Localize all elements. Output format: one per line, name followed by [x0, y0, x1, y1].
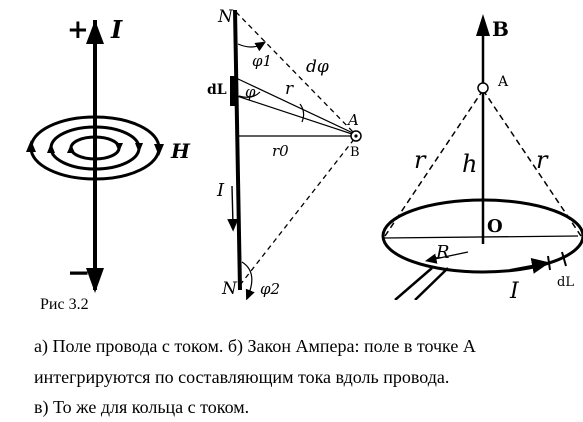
current-element-dl: [230, 76, 238, 106]
caption-line-2: интегрируются по составляющим тока вдоль…: [34, 367, 450, 387]
slant-right: [482, 89, 582, 237]
radius-arrow: [424, 251, 469, 264]
figure-drawing: + I H − N φ1 dL φ dφ r A r0 B I N φ2: [26, 7, 583, 300]
dashed-top-to-a: [235, 11, 356, 135]
field-arrow-right: [154, 144, 164, 156]
label-b-c: B: [492, 17, 509, 41]
wire-b: [233, 9, 242, 291]
label-phi: φ: [245, 83, 256, 101]
label-n-bottom: N: [221, 279, 238, 299]
label-phi2: φ2: [260, 280, 280, 298]
field-arrow-mid-right: [135, 143, 143, 153]
label-b-b: B: [350, 145, 360, 160]
field-arrow-in-left: [67, 144, 75, 153]
diameter: [383, 235, 579, 239]
arc-phi1: [237, 41, 267, 52]
label-a-c: A: [497, 74, 509, 90]
field-arrow-in-right: [115, 143, 123, 152]
panel-b: N φ1 dL φ dφ r A r0 B I N φ2: [207, 7, 362, 300]
label-h: h: [462, 150, 477, 178]
label-big-r: R: [435, 242, 450, 263]
axis-b-arrow: [476, 14, 490, 36]
label-r-b: r: [285, 79, 294, 99]
label-current-b: I: [216, 180, 225, 201]
wire-a-bottom-arrow: [86, 268, 104, 293]
current-ring: [381, 198, 583, 274]
field-arrow-left: [26, 140, 36, 152]
label-current-a: I: [110, 15, 123, 44]
label-r0: r0: [272, 142, 289, 160]
label-dl-b: dL: [207, 82, 227, 98]
ray-r-lower: [236, 95, 356, 136]
point-a-c: [477, 82, 489, 94]
label-r-right: r: [536, 146, 549, 174]
label-a-b: A: [346, 111, 359, 129]
label-field-h: H: [170, 139, 191, 163]
point-a-b-dot: [354, 134, 358, 138]
label-dl-c: dL: [557, 275, 574, 290]
arc-phi2: [241, 261, 255, 300]
wire-a-top-arrow: [86, 20, 104, 44]
label-dphi: dφ: [306, 57, 329, 77]
label-minus: −: [67, 256, 90, 289]
lead-wire-2: [414, 267, 449, 300]
panel-c: B A r h r O R I dL: [381, 14, 583, 300]
field-arrow-mid-left: [47, 143, 55, 153]
arc-phi: [238, 91, 261, 98]
current-arrow-b: [227, 185, 239, 232]
figure-label: Рис 3.2: [40, 296, 89, 313]
caption-line-1: а) Поле провода с током. б) Закон Ампера…: [34, 336, 476, 356]
dl-tick-1: [547, 255, 551, 271]
label-phi1: φ1: [252, 52, 272, 70]
panel-a: + I H −: [26, 15, 191, 293]
label-o: O: [487, 216, 503, 237]
dl-tick-2: [561, 251, 567, 267]
ray-r-upper: [235, 77, 356, 135]
ring-current-arrow: [509, 257, 550, 274]
label-r-left: r: [414, 146, 427, 174]
label-n-top: N: [217, 7, 234, 27]
label-current-c: I: [509, 279, 520, 300]
caption-line-3: в) То же для кольца с током.: [34, 397, 250, 417]
dashed-bottom-to-a: [239, 137, 356, 286]
label-plus: +: [67, 15, 89, 45]
lead-wire-1: [394, 267, 433, 300]
arc-dphi: [299, 103, 305, 123]
